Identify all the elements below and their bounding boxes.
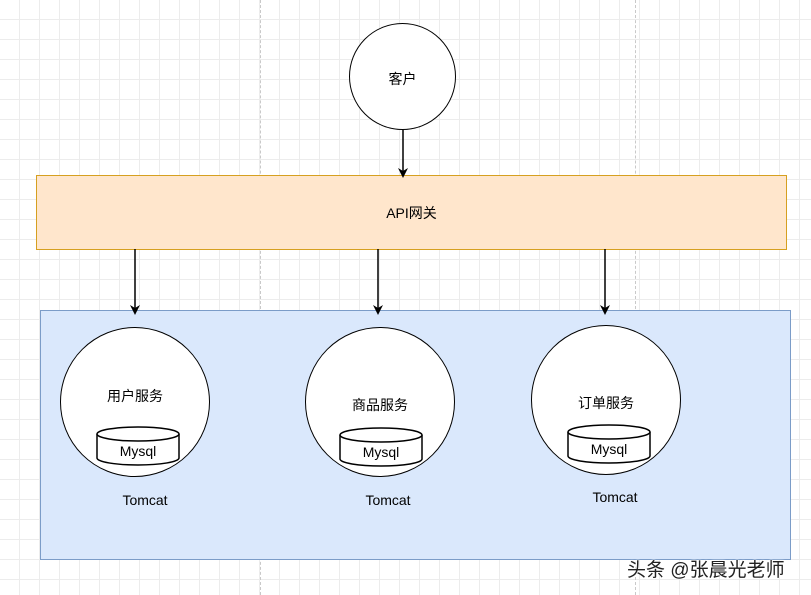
client-label: 客户	[388, 71, 417, 87]
user-service-label: 用户服务	[107, 388, 163, 404]
api-gateway-label: API网关	[386, 204, 437, 221]
product-db-label: Mysql	[362, 444, 400, 460]
database-cylinder-icon	[96, 426, 180, 466]
guide-line	[635, 0, 636, 595]
product-tomcat-label: Tomcat	[365, 492, 411, 508]
product-service-label: 商品服务	[352, 397, 408, 413]
user-tomcat-label: Tomcat	[122, 492, 168, 508]
order-db-label: Mysql	[590, 441, 628, 457]
user-db-label: Mysql	[119, 443, 157, 459]
order-service-label: 订单服务	[578, 395, 634, 411]
database-cylinder-icon	[567, 424, 651, 464]
client-node[interactable]: 客户	[349, 23, 456, 130]
guide-line	[260, 0, 261, 595]
database-cylinder-icon	[339, 427, 423, 467]
watermark-text: 头条 @张晨光老师	[627, 560, 785, 581]
api-gateway-box[interactable]: API网关	[36, 175, 787, 250]
order-tomcat-label: Tomcat	[592, 489, 638, 505]
